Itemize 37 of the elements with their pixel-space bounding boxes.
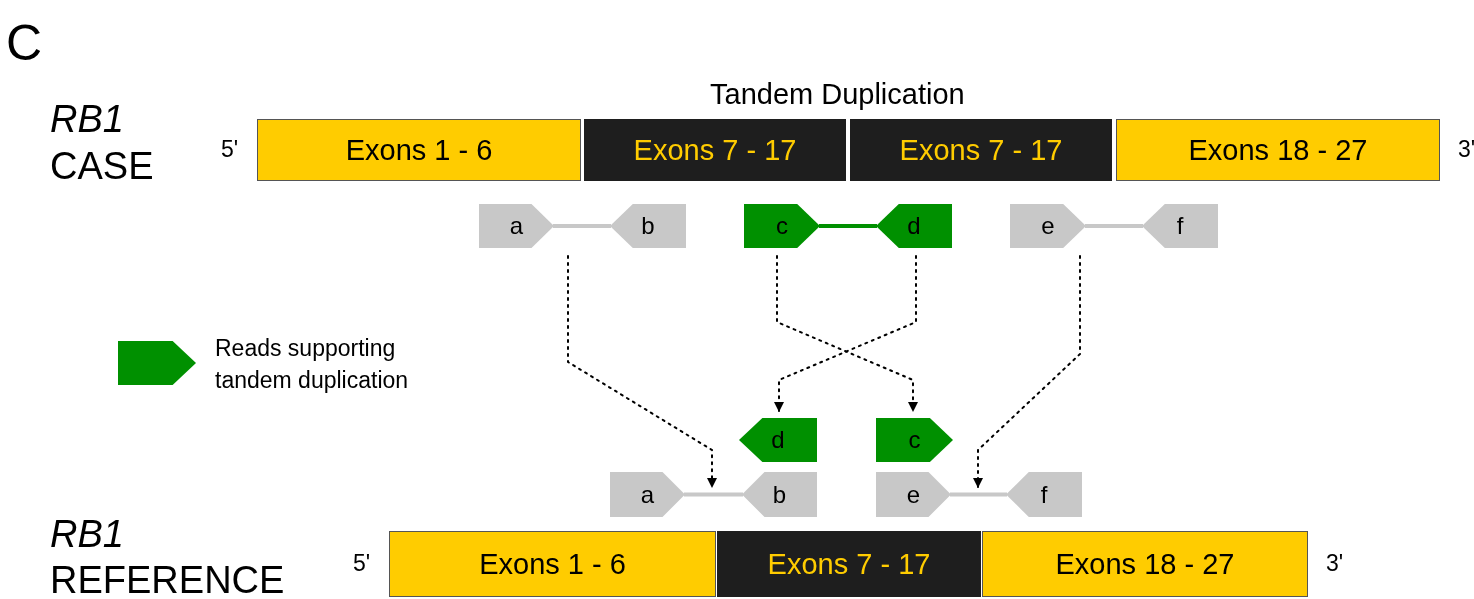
end-label: 5': [353, 552, 371, 575]
sequencing-read: d: [739, 418, 817, 462]
exon-block: Exons 18 - 27: [1116, 119, 1440, 181]
sequencing-read: e: [876, 472, 951, 517]
dotted-arrow: [567, 255, 717, 488]
gene-name: RB1: [50, 515, 124, 553]
end-label: 3': [1458, 138, 1474, 161]
read-pair-link: [819, 224, 877, 228]
sequencing-read: f: [1142, 204, 1218, 248]
exon-block: Exons 1 - 6: [389, 531, 716, 597]
exon-block: Exons 18 - 27: [982, 531, 1308, 597]
sequencing-read: d: [876, 204, 952, 248]
exon-block: Exons 7 - 17: [584, 119, 846, 181]
sequencing-read: c: [744, 204, 820, 248]
read-pair-link: [553, 224, 611, 228]
track-name: REFERENCE: [50, 561, 285, 599]
end-label: 5': [221, 138, 239, 161]
end-label: 3': [1326, 552, 1344, 575]
sequencing-read: a: [610, 472, 685, 517]
exon-block: Exons 7 - 17: [717, 531, 981, 597]
read-pair-link: [950, 492, 1007, 497]
read-pair-link: [1085, 224, 1143, 228]
exon-block: Exons 1 - 6: [257, 119, 581, 181]
sequencing-read: c: [876, 418, 953, 462]
sequencing-read: b: [610, 204, 686, 248]
legend-text: Reads supporting tandem duplication: [215, 334, 410, 396]
panel-letter: C: [6, 18, 43, 68]
heading: Tandem Duplication: [710, 80, 965, 109]
sequencing-read: e: [1010, 204, 1086, 248]
gene-name: RB1: [50, 100, 124, 138]
track-name: CASE: [50, 147, 154, 185]
sequencing-read: a: [479, 204, 554, 248]
sequencing-read: b: [742, 472, 817, 517]
read-pair-link: [684, 492, 743, 497]
dotted-arrow: [973, 255, 1081, 488]
exon-block: Exons 7 - 17: [850, 119, 1112, 181]
sequencing-read: f: [1006, 472, 1082, 517]
